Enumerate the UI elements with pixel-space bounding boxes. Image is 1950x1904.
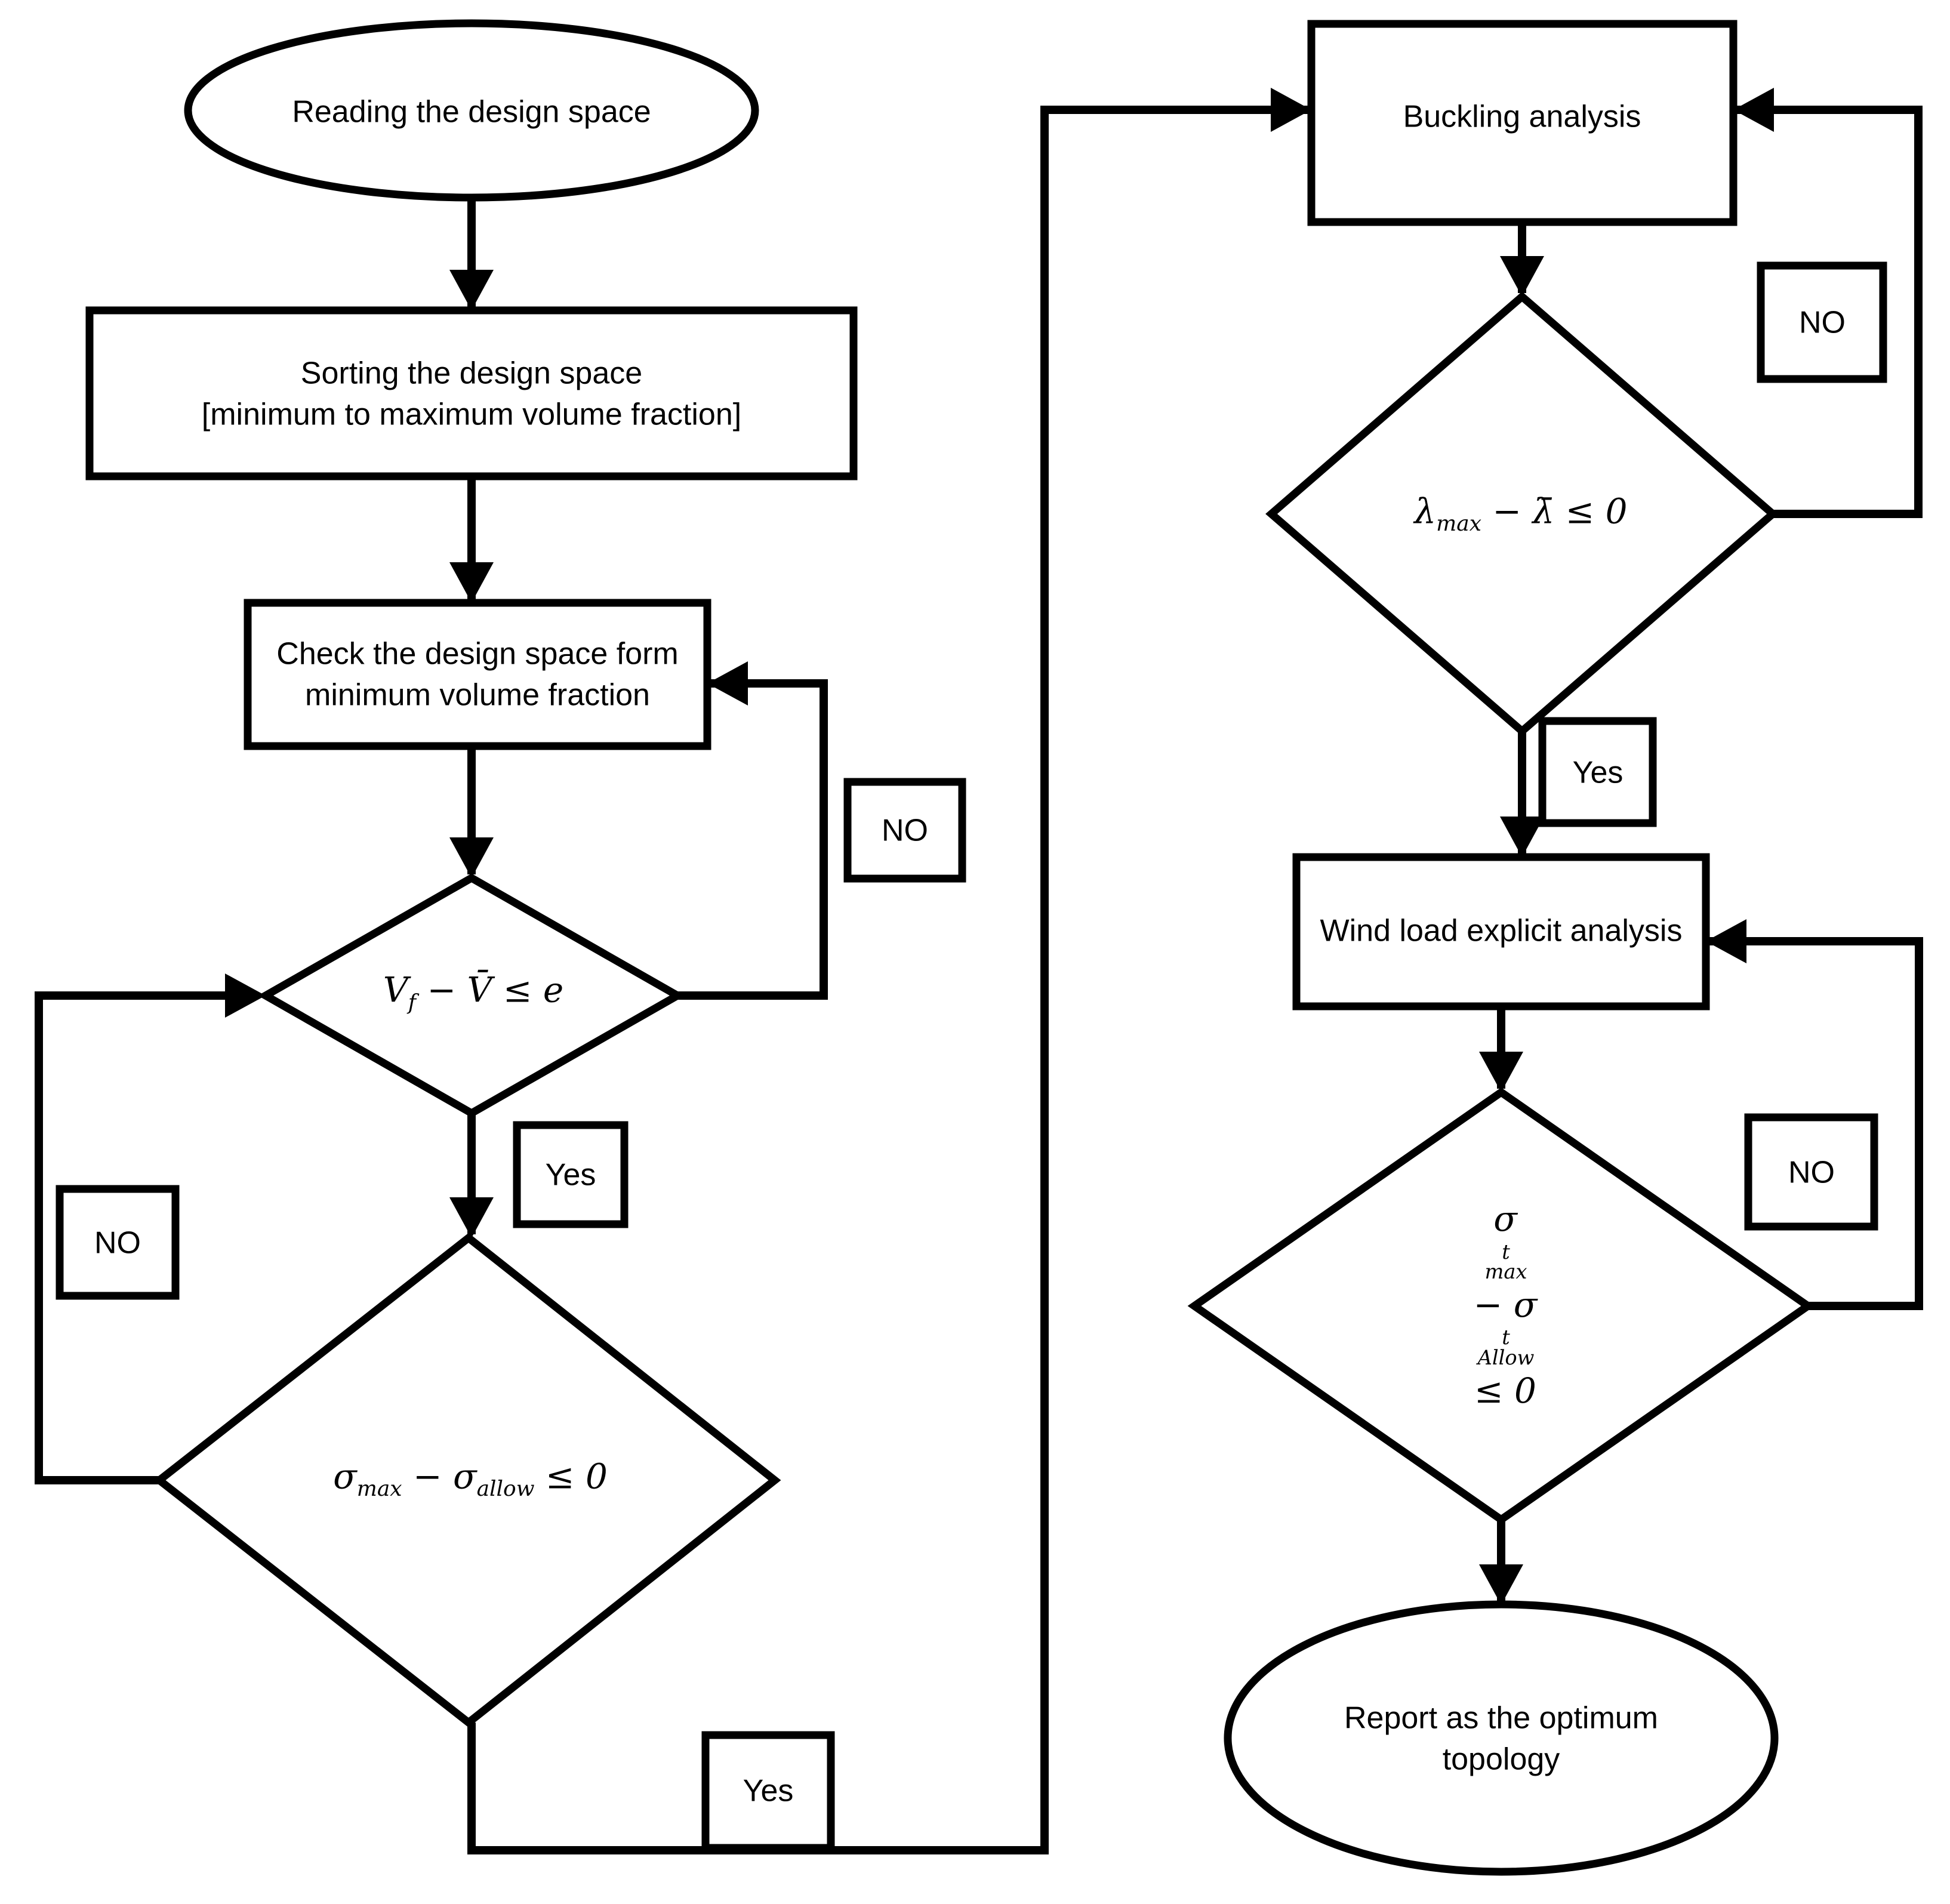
wind-stress-decision-shape	[1187, 1087, 1815, 1524]
no-box-stress-loop	[56, 1185, 180, 1300]
arrowhead-no-loop-into-wind	[1706, 919, 1746, 963]
no-label-vf-loop: NO	[882, 813, 928, 848]
sort-label-line1: Sorting the design space	[300, 356, 643, 391]
start-label: Reading the design space	[292, 94, 651, 130]
yes-label-after-stress: Yes	[743, 1773, 794, 1809]
arrowhead-into-buckling-left	[1271, 88, 1311, 132]
buckling-label: Buckling analysis	[1403, 99, 1641, 134]
yes-label-after-lambda: Yes	[1572, 755, 1624, 790]
wind-process-shape	[1292, 853, 1710, 1010]
start-terminator-shape	[184, 19, 759, 202]
no-label-stress-loop: NO	[94, 1225, 141, 1261]
sort-label-line2: [minimum to maximum volume fraction]	[201, 397, 742, 432]
edge-vf-no-loop-to-check	[677, 679, 828, 1000]
stress-decision-shape	[153, 1233, 781, 1728]
vf-decision-formula: Vf − V̄ ≤ e	[383, 969, 564, 1015]
yes-label-after-vf: Yes	[545, 1157, 596, 1193]
arrowhead-lambda-to-wind	[1500, 817, 1544, 857]
arrowhead-vf-to-stress	[449, 1197, 494, 1238]
arrowhead-no-loop-into-check	[707, 661, 748, 705]
end-label-line1: Report as the optimum	[1344, 1700, 1659, 1736]
check-label-line2: minimum volume fraction	[305, 677, 650, 712]
arrowhead-check-to-vf	[449, 837, 494, 878]
arrowhead-buckling-to-lambda	[1500, 256, 1544, 297]
arrowhead-sort-to-check	[449, 562, 494, 603]
no-label-wind-stress-loop: NO	[1788, 1155, 1835, 1190]
no-box-lambda-loop	[1757, 261, 1887, 383]
no-box-vf-loop	[843, 778, 966, 883]
arrowhead-no-loop-into-vf	[225, 973, 266, 1018]
lambda-decision-shape	[1265, 291, 1779, 737]
check-process-shape	[244, 599, 711, 750]
edge-lambda-no-loop-to-buckling	[1737, 106, 1923, 518]
arrowhead-wind-to-wind-stress	[1479, 1052, 1523, 1092]
yes-box-after-vf	[513, 1121, 629, 1228]
buckling-process-shape	[1307, 20, 1738, 226]
no-box-wind-stress-loop	[1744, 1113, 1878, 1231]
edge-wind-stress-no-loop-to-wind	[1709, 937, 1923, 1310]
sort-label: Sorting the design space [minimum to max…	[202, 353, 741, 435]
end-label: Report as the optimum topology	[1344, 1697, 1658, 1779]
lambda-decision-formula: λmax − λ̄ ≤ 0	[1414, 491, 1628, 537]
arrowhead-start-to-sort	[449, 270, 494, 310]
no-label-lambda-loop: NO	[1799, 305, 1846, 340]
edge-stress-no-loop-to-vf	[35, 991, 250, 1484]
end-label-line2: topology	[1442, 1742, 1560, 1776]
arrowhead-wind-stress-to-end	[1479, 1564, 1523, 1605]
edge-stress-yes-to-buckling	[467, 106, 1308, 1854]
wind-label: Wind load explicit analysis	[1320, 913, 1683, 948]
check-label: Check the design space form minimum volu…	[276, 633, 678, 715]
sort-process-shape	[85, 306, 858, 480]
stress-decision-formula: σmax − σallow ≤ 0	[333, 1456, 608, 1502]
yes-box-after-lambda	[1538, 717, 1657, 827]
arrowhead-no-loop-into-buckling	[1733, 88, 1774, 132]
vf-decision-shape	[257, 873, 686, 1118]
yes-box-after-stress	[701, 1731, 835, 1852]
check-label-line1: Check the design space form	[276, 636, 679, 671]
